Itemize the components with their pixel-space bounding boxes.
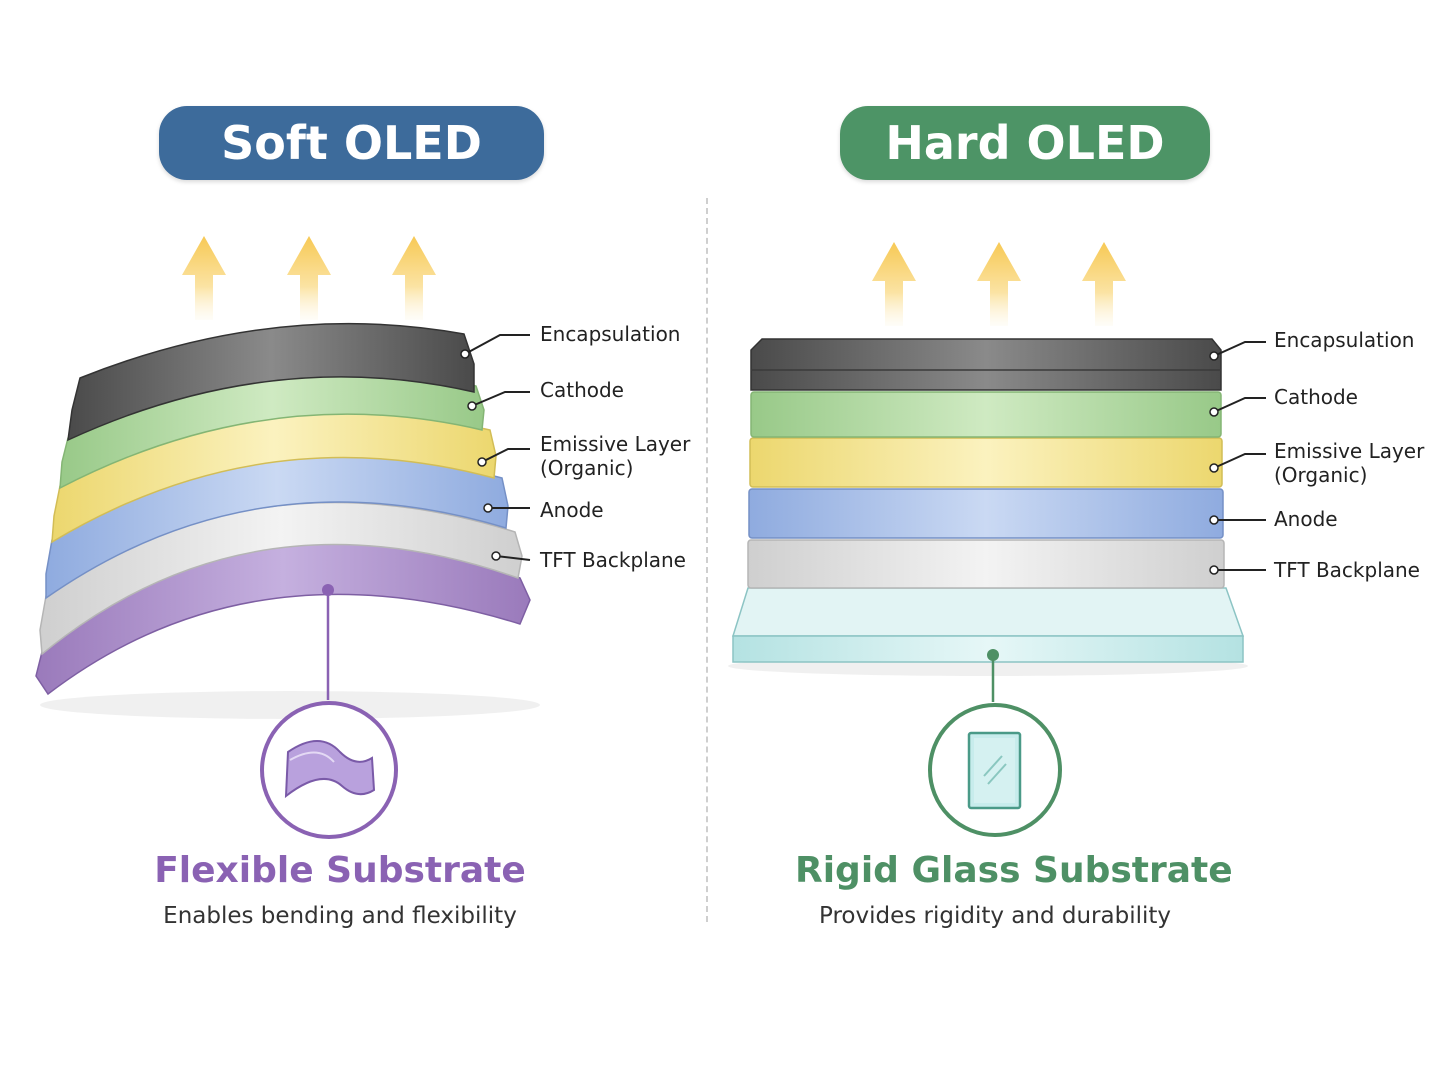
light-arrow-icon [872,242,916,326]
soft-label-anode: Anode [540,498,604,522]
glass-pane-icon [967,731,1022,810]
flexible-sheet-icon [284,740,376,799]
center-divider [706,198,708,922]
hard-label-emissive: Emissive Layer (Organic) [1274,439,1425,487]
hard-cathode-layer [750,391,1222,438]
hard-label-encapsulation: Encapsulation [1274,328,1415,352]
hard-oled-title: Hard OLED [840,106,1210,180]
light-arrow-icon [1082,242,1126,326]
hard-leader-lines [1213,341,1266,571]
soft-encapsulation-layer [67,322,475,442]
soft-light-arrows [182,236,436,320]
hard-label-cathode: Cathode [1274,385,1358,409]
light-arrow-icon [392,236,436,320]
hard-encapsulation-layer [750,338,1222,391]
soft-label-encapsulation: Encapsulation [540,322,681,346]
hard-glass-layer [731,587,1245,637]
hard-light-arrows [872,242,1126,326]
hard-label-tft: TFT Backplane [1274,558,1420,582]
light-arrow-icon [182,236,226,320]
soft-leader-lines [464,334,531,561]
hard-substrate-title: Rigid Glass Substrate [795,850,1233,891]
hard-substrate-callout [928,649,1062,837]
soft-substrate-title: Flexible Substrate [154,850,526,891]
hard-emissive-layer [749,437,1223,488]
hard-anode-layer [748,488,1224,539]
hard-layer-stack [728,338,1248,676]
soft-label-cathode: Cathode [540,378,624,402]
hard-label-anode: Anode [1274,507,1338,531]
soft-layer-stack [35,322,540,719]
soft-label-tft: TFT Backplane [540,548,686,572]
soft-substrate-description: Enables bending and flexibility [163,903,517,929]
soft-oled-title: Soft OLED [159,106,544,180]
light-arrow-icon [977,242,1021,326]
hard-substrate-description: Provides rigidity and durability [818,903,1171,929]
soft-substrate-callout [260,584,398,839]
hard-tft-layer [747,539,1225,589]
light-arrow-icon [287,236,331,320]
soft-label-emissive: Emissive Layer (Organic) [540,432,691,480]
